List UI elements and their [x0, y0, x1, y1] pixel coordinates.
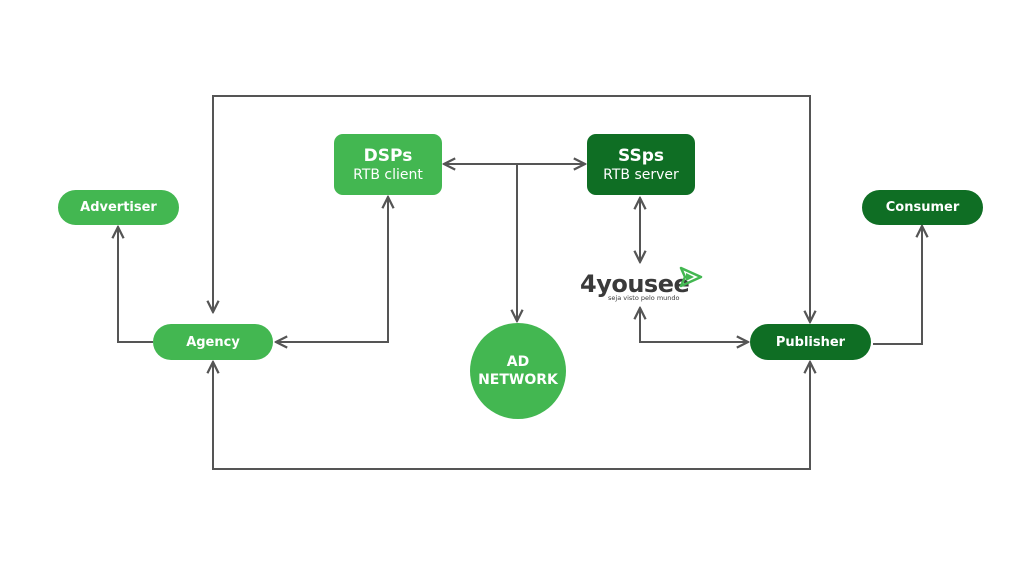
- publisher-node: Publisher: [750, 324, 871, 360]
- ad-network-node: AD NETWORK: [470, 323, 566, 419]
- ssps-title: SSps: [617, 145, 664, 166]
- logo-wordmark: 4yousee: [580, 270, 690, 298]
- 4yousee-logo: 4yousee seja visto pelo mundo: [578, 264, 718, 306]
- logo-tagline: seja visto pelo mundo: [608, 294, 680, 302]
- dsps-node: DSPs RTB client: [334, 134, 442, 195]
- dsps-subtitle: RTB client: [353, 166, 423, 183]
- dsps-title: DSPs: [363, 145, 413, 166]
- ssps-subtitle: RTB server: [603, 166, 679, 183]
- ssps-node: SSps RTB server: [587, 134, 695, 195]
- connector-logo-publisher: [640, 308, 748, 342]
- connector-bottom-loop: [213, 362, 810, 470]
- publisher-label: Publisher: [775, 334, 846, 350]
- play-arrow-icon: [679, 266, 703, 288]
- advertiser-node: Advertiser: [58, 190, 179, 225]
- connector-publisher-consumer: [873, 226, 922, 345]
- agency-label: Agency: [186, 334, 240, 350]
- agency-node: Agency: [153, 324, 273, 360]
- ad-network-line1: AD: [506, 354, 530, 370]
- consumer-node: Consumer: [862, 190, 983, 225]
- ad-network-line2: NETWORK: [478, 372, 558, 388]
- connector-dsps-agency: [276, 197, 388, 342]
- connector-agency-advertiser: [118, 227, 153, 343]
- advertiser-label: Advertiser: [80, 200, 157, 215]
- consumer-label: Consumer: [885, 200, 960, 215]
- connector-top-loop: [213, 95, 810, 322]
